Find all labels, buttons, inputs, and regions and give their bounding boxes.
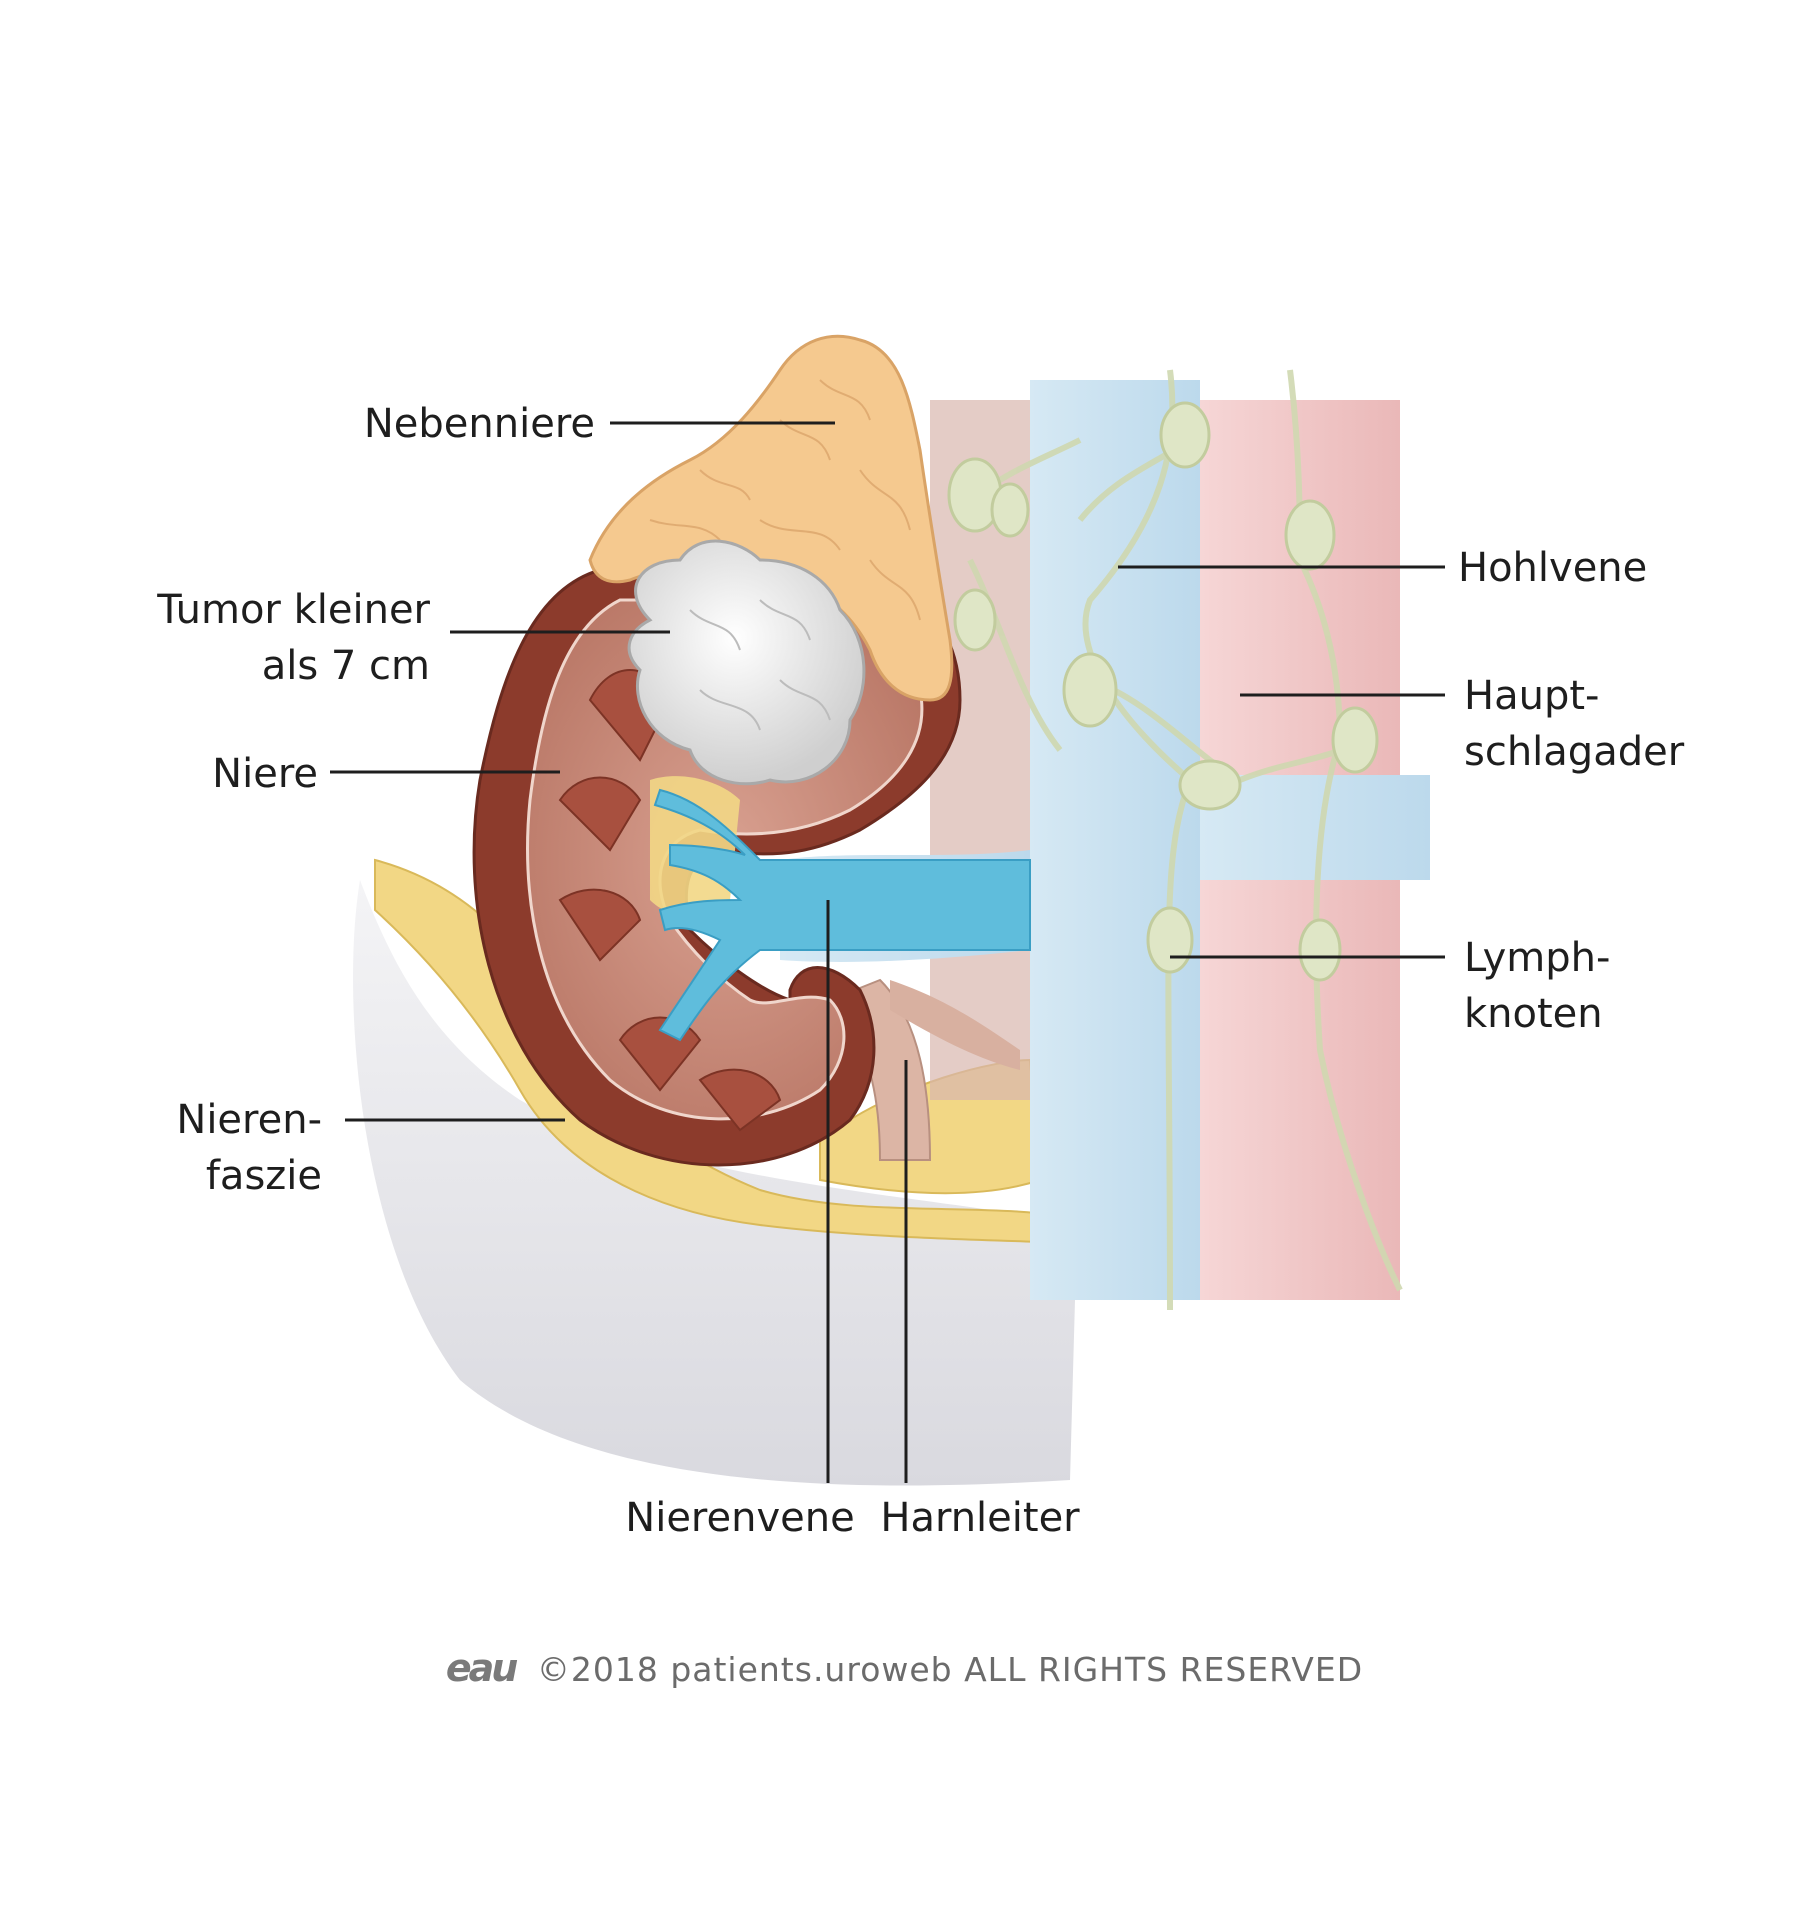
label-nierenfaszie: Nieren- faszie <box>150 1092 322 1204</box>
label-harnleiter: Harnleiter <box>880 1490 1080 1546</box>
label-nierenfaszie-line2: faszie <box>205 1153 322 1199</box>
label-hohlvene: Hohlvene <box>1458 540 1647 596</box>
label-tumor: Tumor kleiner als 7 cm <box>120 582 430 694</box>
tumor-texture <box>689 599 831 731</box>
eau-logo: eau <box>445 1646 518 1690</box>
tumor-shape <box>627 539 866 786</box>
label-hauptschlagader-line1: Haupt- <box>1464 673 1600 719</box>
label-tumor-line1: Tumor kleiner <box>157 587 430 633</box>
label-nierenvene: Nierenvene <box>620 1490 860 1546</box>
label-lymphknoten-line1: Lymph- <box>1464 935 1611 981</box>
label-niere: Niere <box>150 746 318 802</box>
label-nebenniere-text: Nebenniere <box>363 401 595 447</box>
label-nierenvene-text: Nierenvene <box>625 1495 855 1541</box>
renal-vein-shape <box>653 788 1031 1042</box>
label-nierenfaszie-line1: Nieren- <box>176 1097 322 1143</box>
label-harnleiter-text: Harnleiter <box>880 1495 1080 1541</box>
adrenal-texture <box>649 379 921 621</box>
copyright-text: ©2018 patients.uroweb ALL RIGHTS RESERVE… <box>536 1650 1364 1689</box>
label-hohlvene-text: Hohlvene <box>1458 545 1648 591</box>
label-lymphknoten-line2: knoten <box>1464 991 1603 1037</box>
label-lymphknoten: Lymph- knoten <box>1464 930 1610 1042</box>
leader-lines <box>330 421 1445 1483</box>
label-nebenniere: Nebenniere <box>330 396 595 452</box>
label-tumor-line2: als 7 cm <box>261 643 430 689</box>
pelvis-tube-shape <box>890 980 1020 1070</box>
label-niere-text: Niere <box>212 751 318 797</box>
copyright-footer: eau ©2018 patients.uroweb ALL RIGHTS RES… <box>0 1646 1809 1690</box>
label-hauptschlagader-line2: schlagader <box>1464 729 1685 775</box>
label-hauptschlagader: Haupt- schlagader <box>1464 668 1684 780</box>
